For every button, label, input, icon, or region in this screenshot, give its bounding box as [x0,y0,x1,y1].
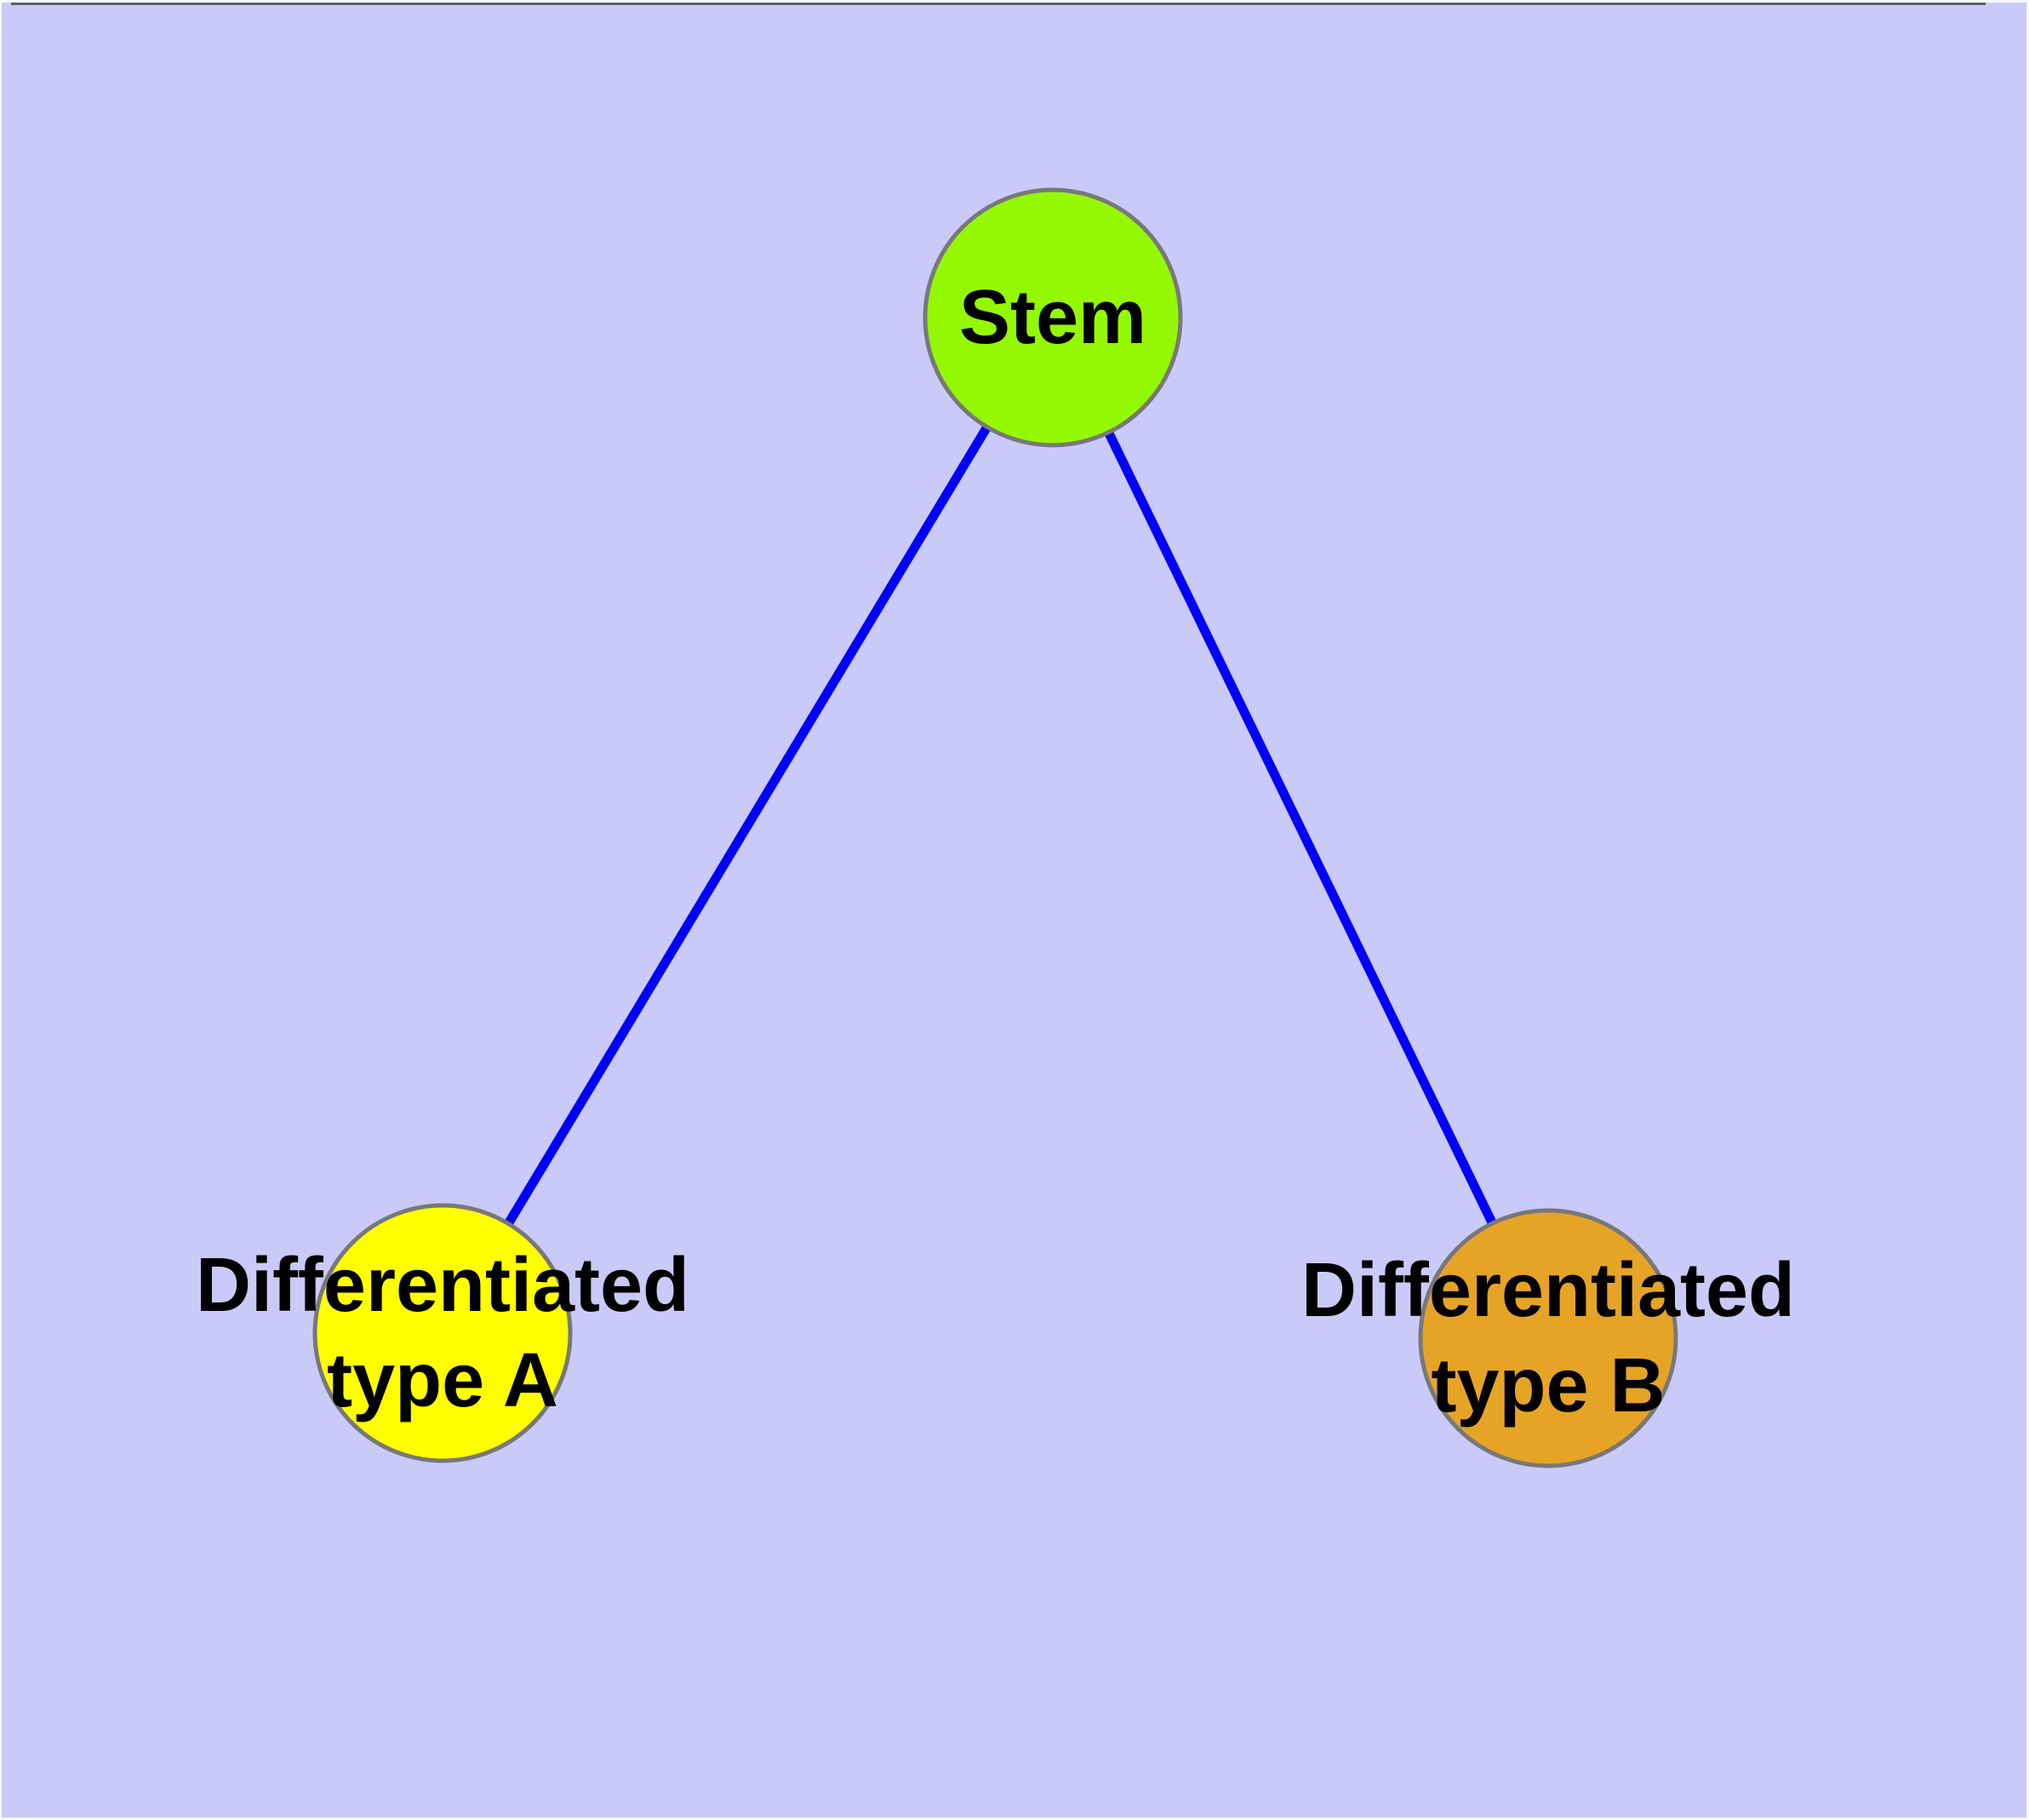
node-type-b-label-line2: type B [1431,1343,1665,1428]
edge-stem-to-type-a [438,315,1057,1336]
node-type-b-circle [1418,1208,1678,1468]
window-edge-top [0,0,2029,3]
window-edge-bottom [0,1817,2029,1820]
node-type-a-label-line2: type A [327,1338,558,1423]
edge-stem-to-type-b [1049,315,1552,1341]
node-stem-label: Stem [959,275,1146,360]
window-edge-left [0,0,2,1820]
window-edge-top-line [11,3,1986,5]
node-type-b-label-line1: Differentiated [1301,1248,1795,1333]
node-stem-circle [923,187,1183,448]
window-edge-right [2026,0,2029,1820]
node-type-a-label-line1: Differentiated [196,1243,689,1328]
node-type-a-circle [312,1203,573,1463]
